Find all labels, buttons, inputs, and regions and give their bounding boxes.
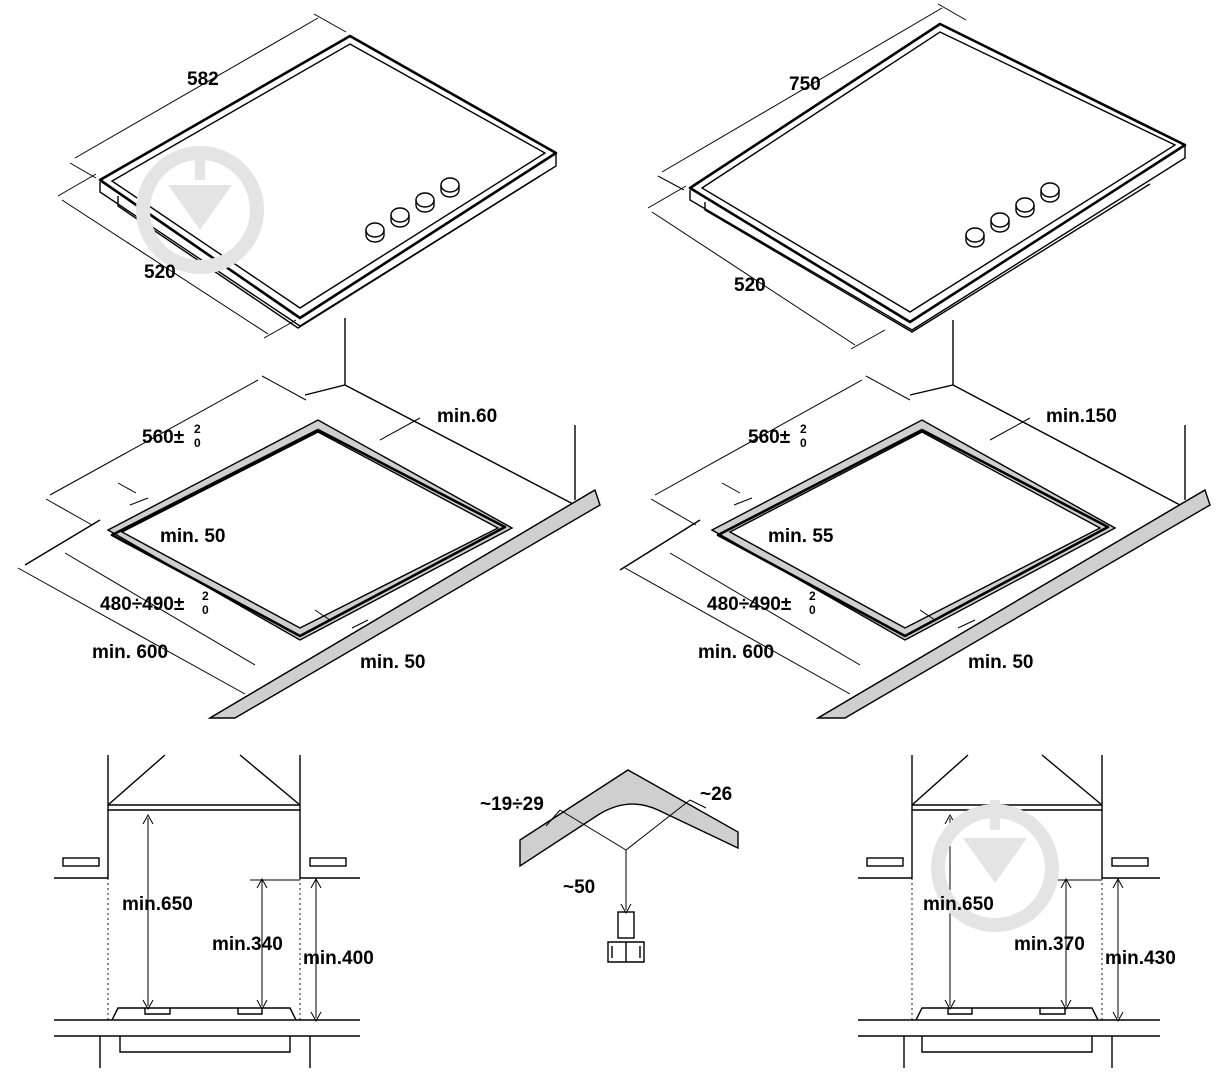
cutout-width-right-tol-lower: 0 bbox=[800, 436, 807, 450]
cabinet-inner-left-label: min.340 bbox=[212, 934, 283, 955]
side-clearance-left-label: min. 50 bbox=[160, 526, 225, 547]
hob-depth-left-label: 520 bbox=[144, 262, 176, 283]
hood-height-left-label: min.650 bbox=[122, 894, 193, 915]
frame-width-label: ~26 bbox=[700, 784, 732, 805]
cutout-depth-right-label: 480÷490± bbox=[707, 594, 791, 615]
hood-height-right-label: min.650 bbox=[923, 894, 994, 915]
cutout-depth-left-tol-upper: 2 bbox=[202, 589, 209, 603]
hob-width-right-label: 750 bbox=[789, 74, 821, 95]
rear-clearance-left-label: min.60 bbox=[437, 406, 497, 427]
cutout-right bbox=[619, 320, 1211, 719]
cutout-depth-right-tol-lower: 0 bbox=[809, 603, 816, 617]
fixing-depth-label: ~50 bbox=[563, 877, 595, 898]
cutout-width-left-tol-lower: 0 bbox=[194, 436, 201, 450]
hob-depth-right-label: 520 bbox=[734, 275, 766, 296]
cabinet-inner-right-label: min.370 bbox=[1014, 934, 1085, 955]
rear-clearance-right-label: min.150 bbox=[1046, 406, 1117, 427]
knobs-right bbox=[965, 182, 1060, 248]
fixing-bracket bbox=[607, 911, 645, 963]
watermark-left bbox=[136, 146, 264, 274]
hood-left bbox=[54, 754, 360, 1068]
cutout-width-left-tol-upper: 2 bbox=[194, 422, 201, 436]
cutout-depth-right-tol-upper: 2 bbox=[809, 589, 816, 603]
knobs-left bbox=[365, 177, 460, 243]
cabinet-outer-right-label: min.430 bbox=[1105, 948, 1176, 969]
cutout-depth-left-label: 480÷490± bbox=[100, 594, 184, 615]
side-clearance-right-label: min. 55 bbox=[768, 526, 834, 547]
hob-left bbox=[57, 13, 558, 339]
cutout-width-right-tol-upper: 2 bbox=[800, 422, 807, 436]
worktop-depth-left-label: min. 600 bbox=[92, 642, 168, 663]
cutout-depth-left-tol-lower: 0 bbox=[202, 603, 209, 617]
hob-width-left-label: 582 bbox=[187, 69, 219, 90]
front-clearance-left-label: min. 50 bbox=[360, 652, 425, 673]
cutout-left bbox=[17, 318, 601, 719]
front-clearance-right-label: min. 50 bbox=[968, 652, 1033, 673]
cabinet-outer-left-label: min.400 bbox=[303, 948, 374, 969]
watermark-right bbox=[931, 800, 1059, 932]
hood-right bbox=[858, 754, 1160, 1068]
hob-right bbox=[647, 3, 1187, 350]
worktop-section bbox=[519, 769, 739, 963]
worktop-thickness-label: ~19÷29 bbox=[480, 794, 544, 815]
worktop-depth-right-label: min. 600 bbox=[698, 642, 774, 663]
cutout-width-right-label: 560± bbox=[748, 427, 790, 448]
cutout-width-left-label: 560± bbox=[142, 427, 184, 448]
